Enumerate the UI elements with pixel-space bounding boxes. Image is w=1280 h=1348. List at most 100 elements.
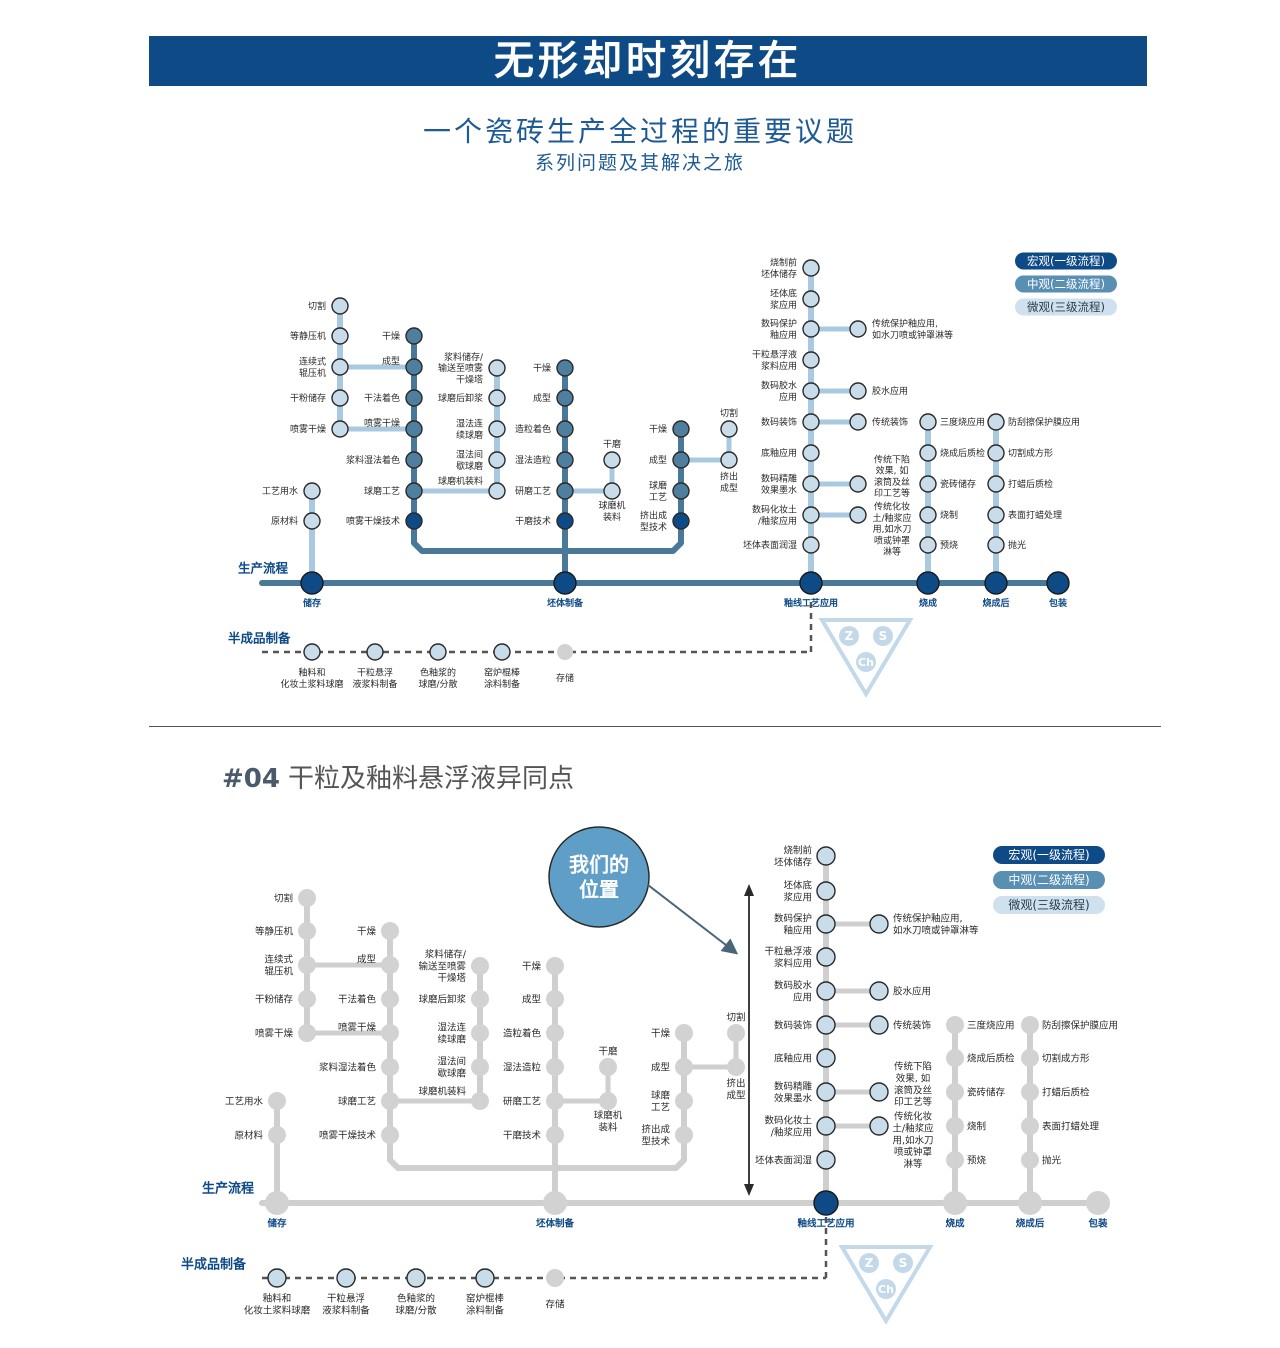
station-label: 传统装饰: [872, 416, 908, 428]
station-label: 坯体表面润湿: [755, 1154, 813, 1166]
station-label: 等静压机: [290, 330, 326, 342]
station-node: [816, 1116, 836, 1136]
station-label: 传统保护釉应用,如水刀喷或钟罩淋等: [872, 318, 953, 341]
station-label: 工艺用水: [225, 1095, 264, 1107]
logo-letter: S: [899, 1256, 908, 1270]
semi-station-label: 存储: [556, 672, 574, 684]
station-label: 挤出成型: [720, 471, 738, 494]
station-node: [599, 1092, 617, 1110]
station-label: 浆料储存/输送至喷雾干燥塔: [438, 351, 484, 386]
station-label: 烧成后质检: [940, 447, 985, 459]
station-node: [919, 536, 937, 554]
station-label: 数码化妆土/釉浆应用: [764, 1114, 812, 1138]
station-node: [331, 297, 349, 315]
station-node: [946, 1049, 964, 1067]
station-node: [331, 420, 349, 438]
station-node: [488, 389, 506, 407]
station-node: [802, 536, 820, 554]
section-divider: [149, 726, 1161, 727]
station-node: [802, 351, 820, 369]
station-label: 浆料湿法着色: [346, 454, 400, 466]
main-station-label: 烧成: [919, 597, 937, 609]
semi-station-label: 釉料和化妆土浆料球磨: [280, 667, 343, 690]
station-label: 干燥: [651, 1028, 671, 1039]
main-station-label: 烧成: [945, 1217, 965, 1229]
station-node: [488, 451, 506, 469]
logo-letter: Ch: [878, 1283, 894, 1296]
main-station: [1086, 1191, 1110, 1215]
station-label: 干磨: [603, 439, 621, 450]
station-label: 干磨技术: [515, 515, 551, 527]
station-node: [802, 382, 820, 400]
station-label: 烧制: [940, 509, 958, 521]
station-label: 传统下陷效果, 如滚筒及丝印工艺等: [894, 1061, 933, 1109]
station-node: [675, 1058, 693, 1076]
station-node: [381, 990, 399, 1008]
section-number: #04: [222, 764, 280, 794]
station-label: 数码胶水应用: [761, 380, 797, 403]
legend-pill: [1015, 275, 1117, 293]
station-label: 坯体表面润湿: [743, 539, 797, 551]
legend-label: 宏观(一级流程): [1008, 847, 1089, 862]
station-node: [672, 482, 690, 500]
station-label: 球磨工艺: [338, 1095, 376, 1107]
station-label: 传统装饰: [893, 1019, 931, 1031]
station-label: 三度烧应用: [940, 416, 985, 428]
station-node: [946, 1083, 964, 1101]
semi-station-label: 窑炉棍棒涂料制备: [484, 667, 520, 690]
logo-triangle: [838, 1245, 934, 1325]
station-label: 湿法间歇球磨: [456, 449, 483, 472]
semi-station: [546, 1269, 564, 1287]
station-node: [849, 382, 867, 400]
station-label: 喷雾干燥: [255, 1028, 294, 1039]
station-label: 烧制前坯体储存: [774, 844, 813, 868]
station-label: 烧制前坯体储存: [761, 257, 797, 280]
station-node: [919, 413, 937, 431]
station-node: [869, 981, 889, 1001]
main-station: [1018, 1191, 1042, 1215]
station-node: [471, 1058, 489, 1076]
station-label: 喷雾干燥技术: [346, 515, 400, 527]
station-node: [919, 444, 937, 462]
logo-letter: S: [879, 629, 888, 643]
station-label: 工艺用水: [262, 485, 298, 497]
station-node: [672, 512, 690, 530]
station-label: 切割成方形: [1042, 1052, 1090, 1064]
main-station: [799, 571, 823, 595]
station-node: [471, 990, 489, 1008]
station-label: 传统下陷效果, 如滚筒及丝印工艺等: [874, 453, 910, 499]
station-node: [488, 482, 506, 500]
legend-label: 微观(三级流程): [1027, 300, 1105, 314]
station-node: [331, 389, 349, 407]
station-label: 成型: [357, 953, 377, 965]
legend-pill: [1015, 298, 1117, 316]
station-label: 喷雾干燥: [364, 418, 400, 429]
station-label: 喷雾干燥: [338, 1022, 377, 1033]
semi-station-label: 色釉浆的球磨/分散: [395, 1292, 437, 1316]
station-node: [546, 1024, 564, 1042]
station-label: 原材料: [271, 515, 298, 527]
main-station-label: 釉线工艺应用: [797, 1217, 854, 1229]
main-station: [265, 1191, 289, 1215]
station-node: [675, 1126, 693, 1144]
station-label: 瓷砖储存: [967, 1086, 1006, 1098]
station-label: 湿法连续球磨: [437, 1021, 466, 1045]
station-node: [546, 1058, 564, 1076]
process-map-overview: 储存坯体制备釉线工艺应用烧成烧成后包装生产流程釉料和化妆土浆料球磨干粒悬浮液浆料…: [228, 252, 1117, 698]
station-node: [672, 420, 690, 438]
semi-station-label: 干粒悬浮液浆料制备: [322, 1292, 370, 1316]
legend-pill: [993, 871, 1105, 889]
station-node: [849, 475, 867, 493]
station-label: 成型: [649, 454, 667, 466]
station-label: 造粒着色: [503, 1027, 542, 1039]
station-label: 喷雾干燥技术: [319, 1129, 377, 1141]
station-node: [1021, 1049, 1039, 1067]
station-label: 连续式辊压机: [299, 356, 326, 379]
station-label: 干燥: [649, 424, 667, 435]
station-node: [1021, 1117, 1039, 1135]
station-node: [816, 846, 836, 866]
logo-circle: [856, 652, 876, 672]
station-node: [405, 451, 423, 469]
station-label: 挤出成型: [726, 1077, 746, 1101]
legend-label: 微观(三级流程): [1008, 897, 1089, 912]
